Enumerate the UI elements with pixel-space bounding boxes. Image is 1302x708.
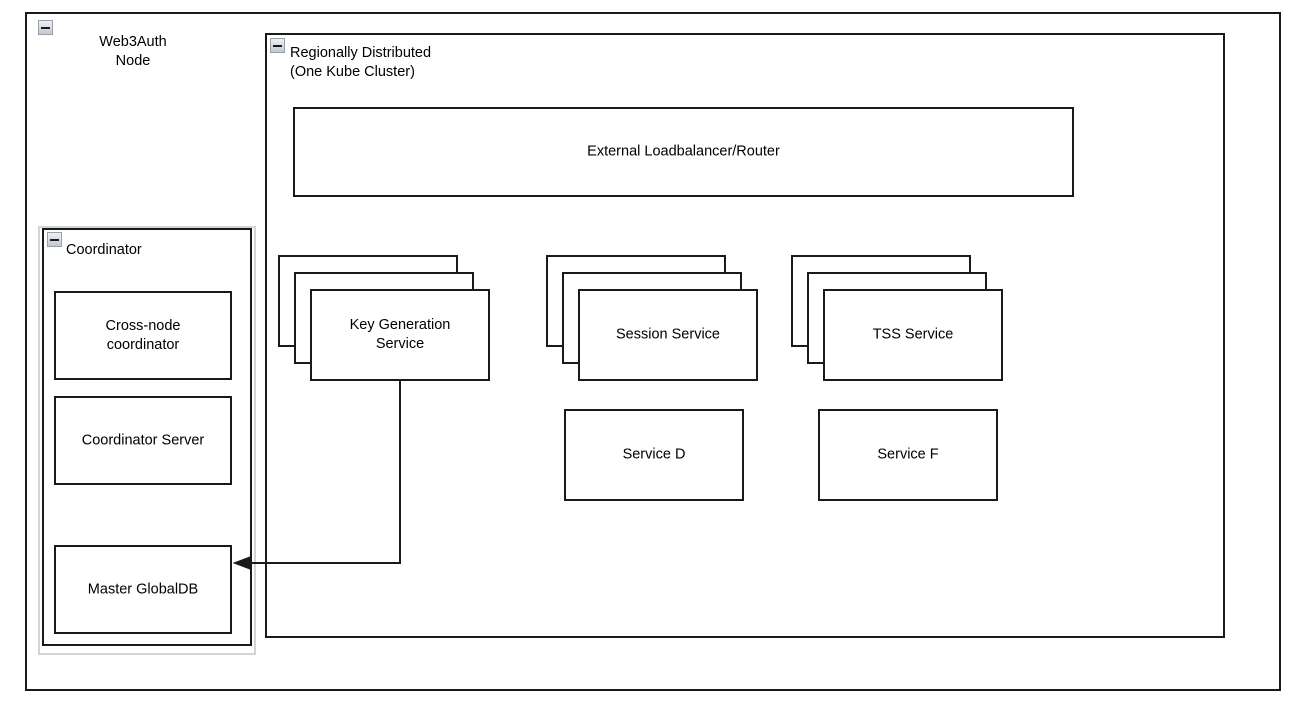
node-label-service-d: Service D bbox=[622, 446, 686, 463]
stack-card-front[interactable]: Session Service bbox=[578, 289, 758, 381]
group-title-kube-cluster: Regionally Distributed (One Kube Cluster… bbox=[290, 45, 432, 80]
node-label-service-f: Service F bbox=[877, 446, 939, 463]
node-label-coordinator-server: Coordinator Server bbox=[81, 432, 205, 448]
node-label-cross-node-coordinator: Cross-node coordinator bbox=[105, 317, 181, 353]
node-service-d[interactable]: Service D bbox=[564, 409, 744, 501]
node-label-external-loadbalancer: External Loadbalancer/Router bbox=[587, 143, 780, 160]
group-title-web3auth-node: Web3Auth Node bbox=[99, 34, 167, 69]
collapse-minus-icon-web3auth-node[interactable] bbox=[38, 20, 53, 35]
stack-card-front[interactable]: Key Generation Service bbox=[310, 289, 490, 381]
node-external-loadbalancer[interactable]: External Loadbalancer/Router bbox=[293, 107, 1074, 197]
node-cross-node-coordinator[interactable]: Cross-node coordinator bbox=[54, 291, 232, 380]
group-title-coordinator: Coordinator bbox=[66, 242, 142, 258]
stack-card-front[interactable]: TSS Service bbox=[823, 289, 1003, 381]
collapse-minus-icon-coordinator[interactable] bbox=[47, 232, 62, 247]
node-key-generation-service[interactable]: Key Generation Service bbox=[278, 255, 492, 381]
collapse-minus-icon-kube-cluster[interactable] bbox=[270, 38, 285, 53]
node-session-service[interactable]: Session Service bbox=[546, 255, 760, 381]
node-service-f[interactable]: Service F bbox=[818, 409, 998, 501]
node-label-tss-service: TSS Service bbox=[872, 326, 954, 343]
node-label-master-globaldb: Master GlobalDB bbox=[87, 581, 199, 597]
node-label-session-service: Session Service bbox=[616, 326, 720, 343]
node-master-globaldb[interactable]: Master GlobalDB bbox=[54, 545, 232, 634]
node-coordinator-server[interactable]: Coordinator Server bbox=[54, 396, 232, 485]
node-label-key-generation-service: Key Generation Service bbox=[349, 317, 451, 352]
node-tss-service[interactable]: TSS Service bbox=[791, 255, 1005, 381]
